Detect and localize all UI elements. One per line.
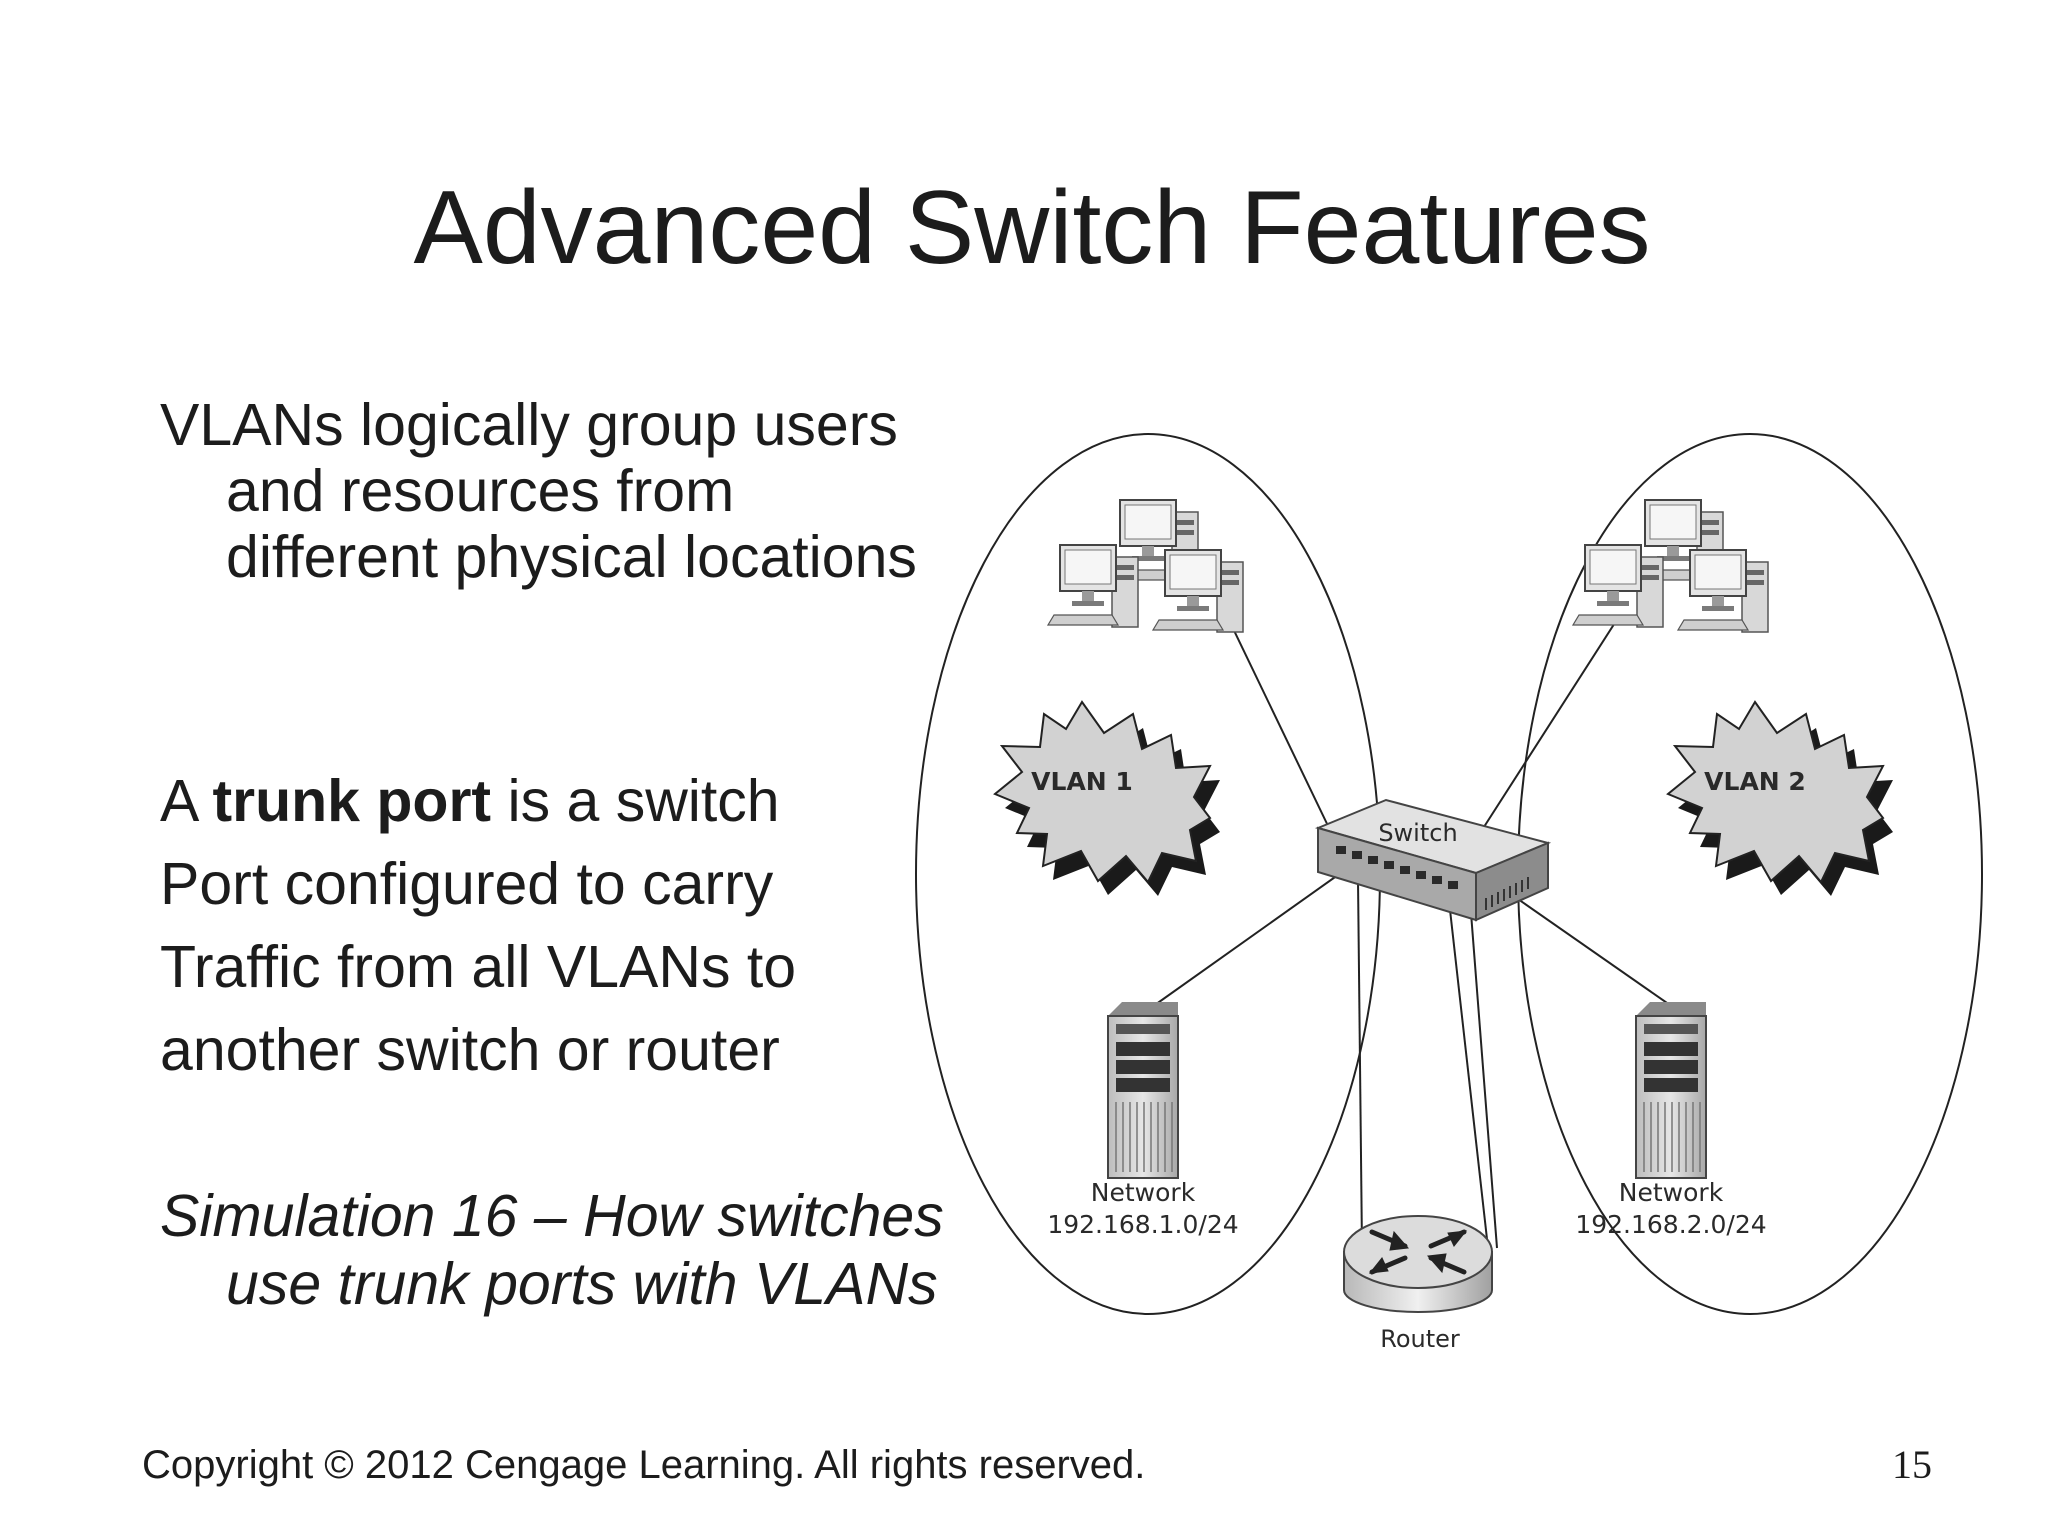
network2-title: Network <box>1619 1178 1724 1207</box>
vlan1-label: VLAN 1 <box>1031 767 1133 796</box>
network1-address: 192.168.1.0/24 <box>1047 1210 1238 1239</box>
slide-title: Advanced Switch Features <box>413 170 1651 286</box>
trunk-port-prefix: A <box>160 768 213 834</box>
trunk-port-term: trunk port <box>212 768 492 834</box>
copyright-notice: Copyright © 2012 Cengage Learning. All r… <box>142 1443 1146 1487</box>
switch-icon <box>1314 798 1552 922</box>
network-links <box>1144 617 1681 1249</box>
network2-address: 192.168.2.0/24 <box>1575 1210 1766 1239</box>
trunk-port-description: A trunk port is a switch Port configured… <box>160 760 880 1092</box>
vlan1-starburst-icon <box>993 700 1220 896</box>
router-icon <box>1343 1215 1493 1313</box>
switch-label: Switch <box>1378 819 1457 847</box>
router-label: Router <box>1380 1325 1460 1353</box>
page-number: 15 <box>1892 1442 1932 1487</box>
vlan2-workstations-icon <box>1573 500 1768 632</box>
trunk-port-suffix: is a switch Port configured to carry Tra… <box>160 768 797 1083</box>
vlan2-starburst-icon <box>1666 700 1893 896</box>
vlan2-label: VLAN 2 <box>1704 767 1806 796</box>
network2-server-icon <box>1635 1001 1707 1179</box>
simulation-reference: Simulation 16 – How switches use trunk p… <box>160 1183 944 1317</box>
network1-title: Network <box>1091 1178 1196 1207</box>
network1-server-icon <box>1107 1001 1179 1179</box>
vlan-description: VLANs logically group users and resource… <box>160 392 917 590</box>
vlan1-workstations-icon <box>1048 500 1243 632</box>
